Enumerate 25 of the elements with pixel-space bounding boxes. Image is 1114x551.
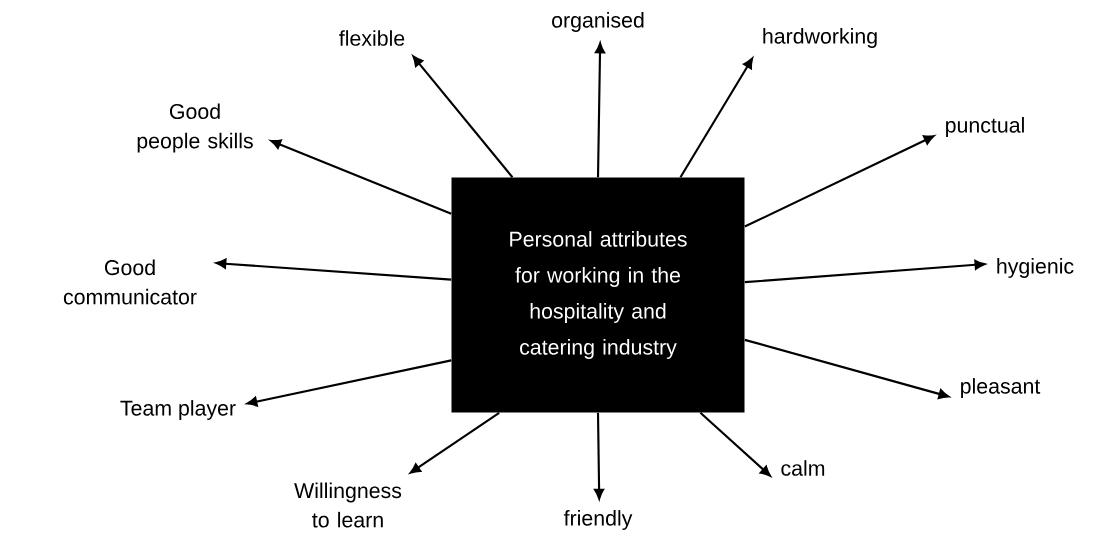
attribute-label: organised — [552, 12, 644, 32]
arrow — [744, 135, 935, 228]
arrow — [246, 359, 452, 407]
attribute-label: calm — [781, 460, 825, 476]
attribute-label: Willingness to learn — [294, 482, 402, 528]
arrow — [744, 338, 950, 399]
arrow — [412, 55, 514, 178]
attribute-label: punctual — [946, 117, 1024, 137]
attribute-label: Good communicator — [63, 259, 197, 305]
attribute-label: Good people skills — [137, 103, 253, 153]
arrow — [215, 258, 452, 281]
attribute-label: friendly — [563, 510, 633, 530]
arrow — [594, 412, 605, 500]
attribute-label: pleasant — [961, 378, 1041, 398]
attribute-label: flexible — [339, 30, 405, 46]
arrow — [409, 411, 500, 474]
attribute-label: hygienic — [997, 258, 1074, 278]
attribute-label: Team player — [120, 400, 236, 420]
attribute-label: hardworking — [763, 28, 877, 48]
arrow — [744, 259, 986, 284]
arrow — [595, 42, 606, 178]
arrow — [270, 139, 452, 215]
title-box: Personal attributes for working in the hospitality and catering industry — [451, 177, 745, 413]
arrow — [699, 412, 771, 477]
arrow — [679, 57, 754, 178]
